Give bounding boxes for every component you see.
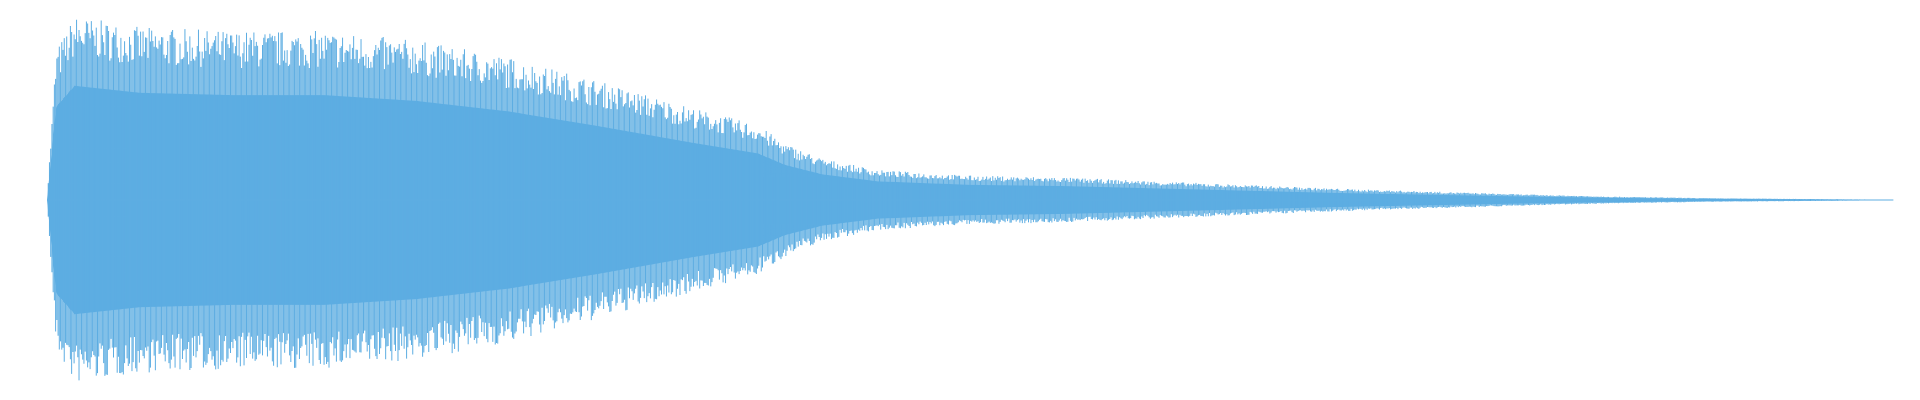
waveform-series	[47, 19, 1894, 381]
